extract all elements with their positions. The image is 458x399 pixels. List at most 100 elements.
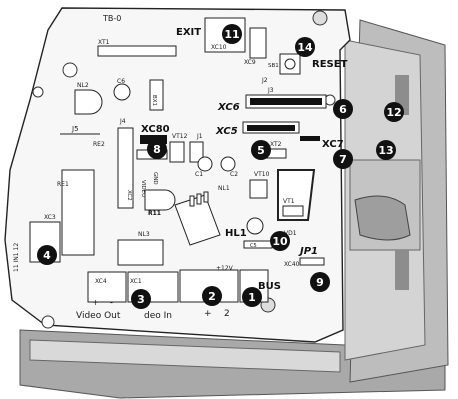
xc80-pins — [140, 135, 167, 144]
j4-connector — [117, 127, 134, 209]
callout-13: 13 — [376, 140, 396, 160]
in12-label: 11 IN1 12 — [13, 243, 20, 272]
c2-label: C2 — [230, 171, 238, 178]
re2-label: RE2 — [93, 141, 105, 148]
pin-plus-b: + — [204, 309, 212, 319]
nl1-pin-2 — [196, 193, 202, 205]
jp1-label: JP1 — [298, 246, 318, 257]
nl1-label: NL1 — [218, 185, 230, 192]
xc6-label: XC6 — [217, 102, 240, 113]
xc5-label: XC5 — [215, 126, 238, 137]
xt2-label: XT2 — [270, 141, 282, 148]
xc4-label: XC1 — [130, 278, 142, 285]
j2-label: J2 — [261, 77, 268, 84]
vt10-label: VT10 — [254, 171, 270, 178]
xc10-label: XC10 — [211, 44, 227, 51]
gnd-pin-label: VIDEO — [140, 180, 146, 198]
callout-1-text: 1 — [248, 291, 256, 304]
c6-label: C6 — [117, 78, 125, 85]
callout-10-text: 10 — [272, 235, 288, 248]
callout-6: 6 — [333, 99, 353, 119]
nl1-pin-3 — [203, 191, 209, 203]
nl3-label: R11 — [148, 210, 161, 217]
re3-label: NL3 — [138, 231, 150, 238]
jp1-jumper — [299, 257, 325, 266]
board-id: TB-0 — [102, 14, 121, 23]
video-out-label: Video Out — [76, 311, 121, 321]
callout-9: 9 — [310, 272, 330, 292]
12v-pin-label: GND — [152, 172, 158, 185]
c6-capacitor — [113, 83, 131, 101]
callout-6-text: 6 — [339, 103, 347, 116]
j1-label: J1 — [196, 133, 203, 140]
callout-4: 4 — [37, 245, 57, 265]
xc3-label: XC3 — [44, 214, 56, 221]
pin-2: 2 — [224, 309, 230, 319]
pin-plus-a: + — [92, 298, 99, 307]
callout-5-text: 5 — [257, 144, 265, 157]
housing-clip — [354, 195, 411, 241]
xc9-connector — [249, 27, 267, 59]
callout-13-text: 13 — [378, 144, 393, 157]
mount-hole-tl — [62, 62, 78, 78]
callout-2: 2 — [202, 286, 222, 306]
bx1-crystal — [149, 79, 164, 111]
hl1-led — [246, 217, 264, 235]
c5-label: XC40 — [284, 261, 300, 268]
callout-7-text: 7 — [339, 153, 347, 166]
mount-hole-bl — [41, 315, 55, 329]
j3-label: J3 — [267, 87, 274, 94]
c1-label: C1 — [195, 171, 203, 178]
callout-3-text: 3 — [137, 293, 145, 306]
housing-lower-plate — [29, 339, 341, 373]
callout-11-text: 11 — [224, 28, 239, 41]
sb1-label: SB1 — [268, 63, 279, 69]
callout-4-text: 4 — [43, 249, 51, 262]
callout-7: 7 — [333, 149, 353, 169]
xc1-label: +12V — [216, 265, 234, 272]
callouts: 1 2 3 4 5 6 7 8 9 10 11 12 13 14 — [37, 24, 404, 309]
xc80-label: XC80 — [141, 124, 170, 135]
xt1-label: XT1 — [98, 39, 110, 46]
exit-label: EXIT — [176, 27, 201, 38]
callout-8: 8 — [147, 139, 167, 159]
xc40-terminal — [87, 271, 127, 303]
nl2-regulator — [74, 89, 103, 115]
re1-label: RE1 — [57, 181, 69, 188]
vt10-transistor — [249, 179, 268, 199]
hl1-label: HL1 — [225, 228, 247, 239]
pin-minus: - — [110, 298, 113, 307]
callout-5: 5 — [251, 140, 271, 160]
vt12-transistor — [169, 141, 185, 163]
vd1-diode — [243, 240, 273, 249]
vt1-body — [282, 205, 304, 217]
callout-2-text: 2 — [208, 290, 216, 303]
j4-label: J4 — [119, 118, 126, 125]
xc40-label: XC4 — [95, 278, 107, 285]
xc6-pins — [250, 98, 322, 105]
xt1-strip — [97, 45, 177, 57]
video-pin-label: XC2 — [126, 190, 132, 201]
callout-12: 12 — [384, 102, 404, 122]
r11-label: VD1 — [284, 230, 297, 237]
c1-capacitor — [197, 156, 213, 172]
vt1-label: VT1 — [283, 198, 295, 205]
nl1-pin-1 — [189, 195, 195, 207]
nl1-chip — [174, 194, 221, 246]
re3-relay — [117, 239, 164, 266]
callout-3: 3 — [131, 289, 151, 309]
vt12-label: VT12 — [172, 133, 188, 140]
j5-label: J5 — [71, 125, 79, 133]
xc5-pins — [247, 125, 295, 131]
vd1-label: C5 — [250, 243, 257, 249]
j1-jumper — [189, 141, 204, 163]
video-in-label: deo In — [144, 311, 172, 321]
c2-capacitor — [220, 156, 236, 172]
callout-10: 10 — [270, 231, 290, 251]
callout-14-text: 14 — [297, 41, 313, 54]
xc7-label: XC7 — [322, 139, 344, 150]
housing — [19, 19, 449, 399]
re1-relay — [61, 169, 95, 256]
callout-11: 11 — [222, 24, 242, 44]
